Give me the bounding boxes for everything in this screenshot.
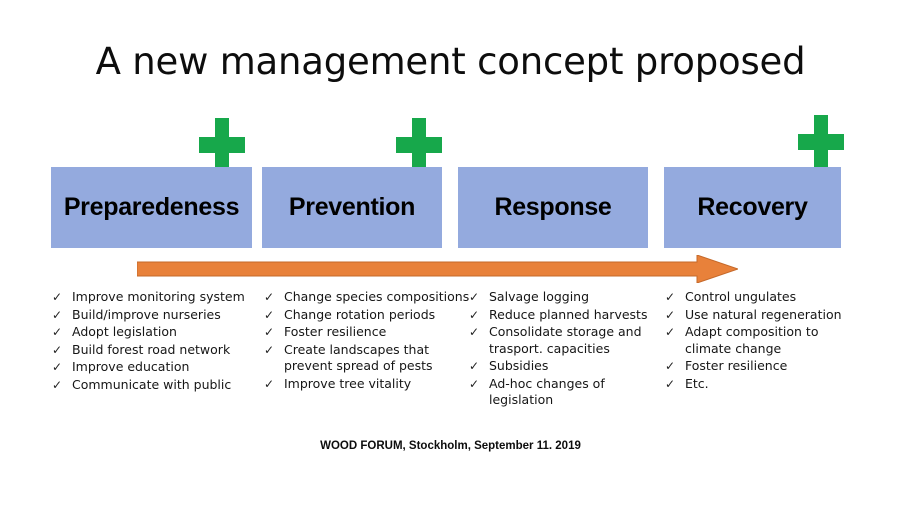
plus-icon [396, 118, 442, 172]
list-item-label: Salvage logging [489, 289, 590, 304]
list-item-label: Foster resilience [284, 324, 387, 339]
check-icon: ✓ [665, 290, 676, 304]
list-item: ✓ Improve education [52, 359, 257, 376]
check-icon: ✓ [264, 376, 275, 391]
check-icon: ✓ [52, 325, 63, 339]
list-item-label: Consolidate storage and trasport. capaci… [489, 324, 642, 356]
list-item: ✓ Communicate with public [52, 377, 257, 394]
check-icon: ✓ [665, 325, 676, 339]
check-icon: ✓ [52, 360, 63, 374]
check-icon: ✓ [52, 342, 63, 357]
list-item-label: Communicate with public [72, 376, 232, 392]
phase-label: Prevention [288, 193, 416, 221]
list-item-label: Subsidies [489, 358, 549, 373]
list-item-label: Change rotation periods [284, 306, 436, 322]
list-item-label: Create landscapes that prevent spread of… [284, 341, 433, 374]
phase-box-recovery: Recovery [664, 167, 841, 248]
list-item-label: Foster resilience [685, 358, 788, 373]
list-item-label: Use natural regeneration [685, 306, 842, 322]
phase-box-prevention: Prevention [262, 167, 442, 248]
list-item: ✓ Build forest road network [52, 342, 257, 359]
phase-label: Recovery [697, 193, 808, 221]
check-icon: ✓ [52, 377, 63, 392]
list-item: ✓ Foster resilience [665, 358, 850, 375]
list-item-label: Control ungulates [685, 289, 797, 304]
list-item: ✓ Salvage logging [469, 289, 669, 306]
check-icon: ✓ [469, 307, 480, 322]
check-icon: ✓ [264, 342, 275, 357]
list-item: ✓ Foster resilience [264, 324, 474, 341]
list-item: ✓ Subsidies [469, 358, 669, 375]
list-item: ✓ Create landscapes that prevent spread … [264, 342, 474, 375]
list-item: ✓ Change species compositions [264, 289, 474, 306]
check-icon: ✓ [264, 325, 275, 339]
list-item: ✓ Reduce planned harvests [469, 307, 669, 324]
list-item: ✓ Improve monitoring system [52, 289, 257, 306]
list-item-label: Build/improve nurseries [72, 306, 221, 322]
check-icon: ✓ [665, 359, 676, 373]
list-item-label: Improve education [72, 359, 190, 374]
list-item-label: Build forest road network [72, 341, 231, 357]
plus-icon [199, 118, 245, 172]
list-item: ✓ Improve tree vitality [264, 376, 474, 393]
list-item-label: Improve monitoring system [72, 289, 245, 304]
list-item-label: Reduce planned harvests [489, 306, 648, 322]
list-item: ✓ Change rotation periods [264, 307, 474, 324]
list-item-label: Ad-hoc changes of legislation [489, 375, 605, 408]
check-icon: ✓ [665, 376, 676, 391]
list-item: ✓ Use natural regeneration [665, 307, 850, 324]
list-item-label: Change species compositions [284, 289, 470, 304]
list-item-label: Etc. [685, 375, 709, 391]
footer-note: WOOD FORUM, Stockholm, September 11. 201… [320, 440, 581, 452]
check-icon: ✓ [52, 290, 63, 304]
phase-box-response: Response [458, 167, 648, 248]
check-icon: ✓ [469, 359, 480, 373]
bullet-list-response: ✓ Salvage logging ✓ Reduce planned harve… [469, 289, 669, 410]
bullet-list-prevention: ✓ Change species compositions ✓ Change r… [264, 289, 474, 393]
check-icon: ✓ [469, 376, 480, 391]
list-item: ✓ Adapt composition to climate change [665, 324, 850, 357]
list-item: ✓ Ad-hoc changes of legislation [469, 376, 669, 409]
phase-label: Preparedeness [63, 193, 240, 221]
list-item: ✓ Control ungulates [665, 289, 850, 306]
list-item: ✓ Consolidate storage and trasport. capa… [469, 324, 669, 357]
phase-label: Response [494, 193, 612, 221]
list-item-label: Adopt legislation [72, 324, 177, 339]
list-item-label: Adapt composition to climate change [685, 324, 819, 356]
bullet-list-recovery: ✓ Control ungulates ✓ Use natural regene… [665, 289, 850, 393]
list-item-label: Improve tree vitality [284, 375, 412, 391]
check-icon: ✓ [665, 307, 676, 322]
list-item: ✓ Adopt legislation [52, 324, 257, 341]
plus-icon [798, 115, 844, 169]
check-icon: ✓ [469, 290, 480, 304]
check-icon: ✓ [264, 307, 275, 322]
check-icon: ✓ [469, 325, 480, 339]
check-icon: ✓ [264, 290, 275, 304]
bullet-list-preparedeness: ✓ Improve monitoring system ✓ Build/impr… [52, 289, 257, 394]
phase-box-preparedeness: Preparedeness [51, 167, 252, 248]
page-title: A new management concept proposed [95, 40, 806, 83]
check-icon: ✓ [52, 307, 63, 322]
list-item: ✓ Etc. [665, 376, 850, 393]
list-item: ✓ Build/improve nurseries [52, 307, 257, 324]
progress-arrow-icon [137, 255, 738, 283]
